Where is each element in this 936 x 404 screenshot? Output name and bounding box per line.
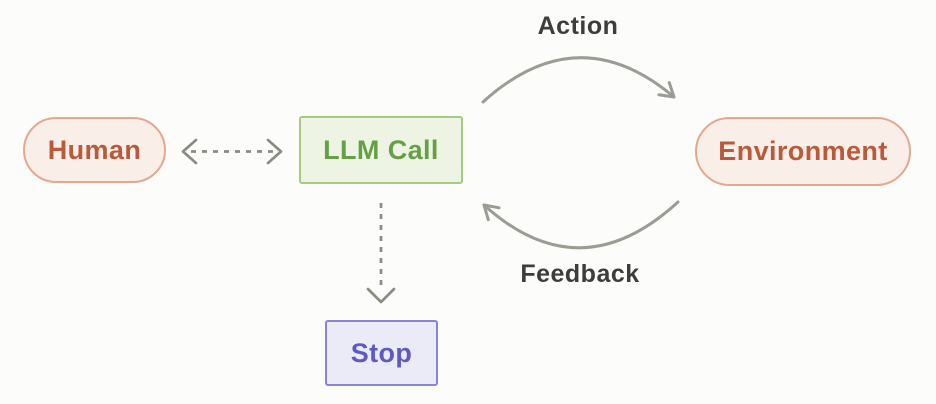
right-arrowhead-icon <box>266 138 283 165</box>
down-arrowhead-icon <box>366 287 396 304</box>
edge-label-action: Action <box>537 12 619 40</box>
human-llm-dashed-arrow <box>181 138 283 165</box>
feedback-arrow <box>482 200 680 250</box>
node-environment-label: Environment <box>718 136 888 166</box>
node-human: Human <box>23 117 166 183</box>
node-environment: Environment <box>695 117 911 186</box>
node-stop-label: Stop <box>350 337 413 368</box>
node-llm-call-label: LLM Call <box>323 134 439 165</box>
edge-label-feedback: Feedback <box>520 260 640 288</box>
left-arrowhead-icon <box>181 138 198 165</box>
llm-stop-dashed-arrow <box>366 203 396 304</box>
action-arrow <box>481 56 676 104</box>
node-stop: Stop <box>325 320 438 386</box>
node-llm-call: LLM Call <box>299 116 463 184</box>
node-human-label: Human <box>47 134 142 165</box>
